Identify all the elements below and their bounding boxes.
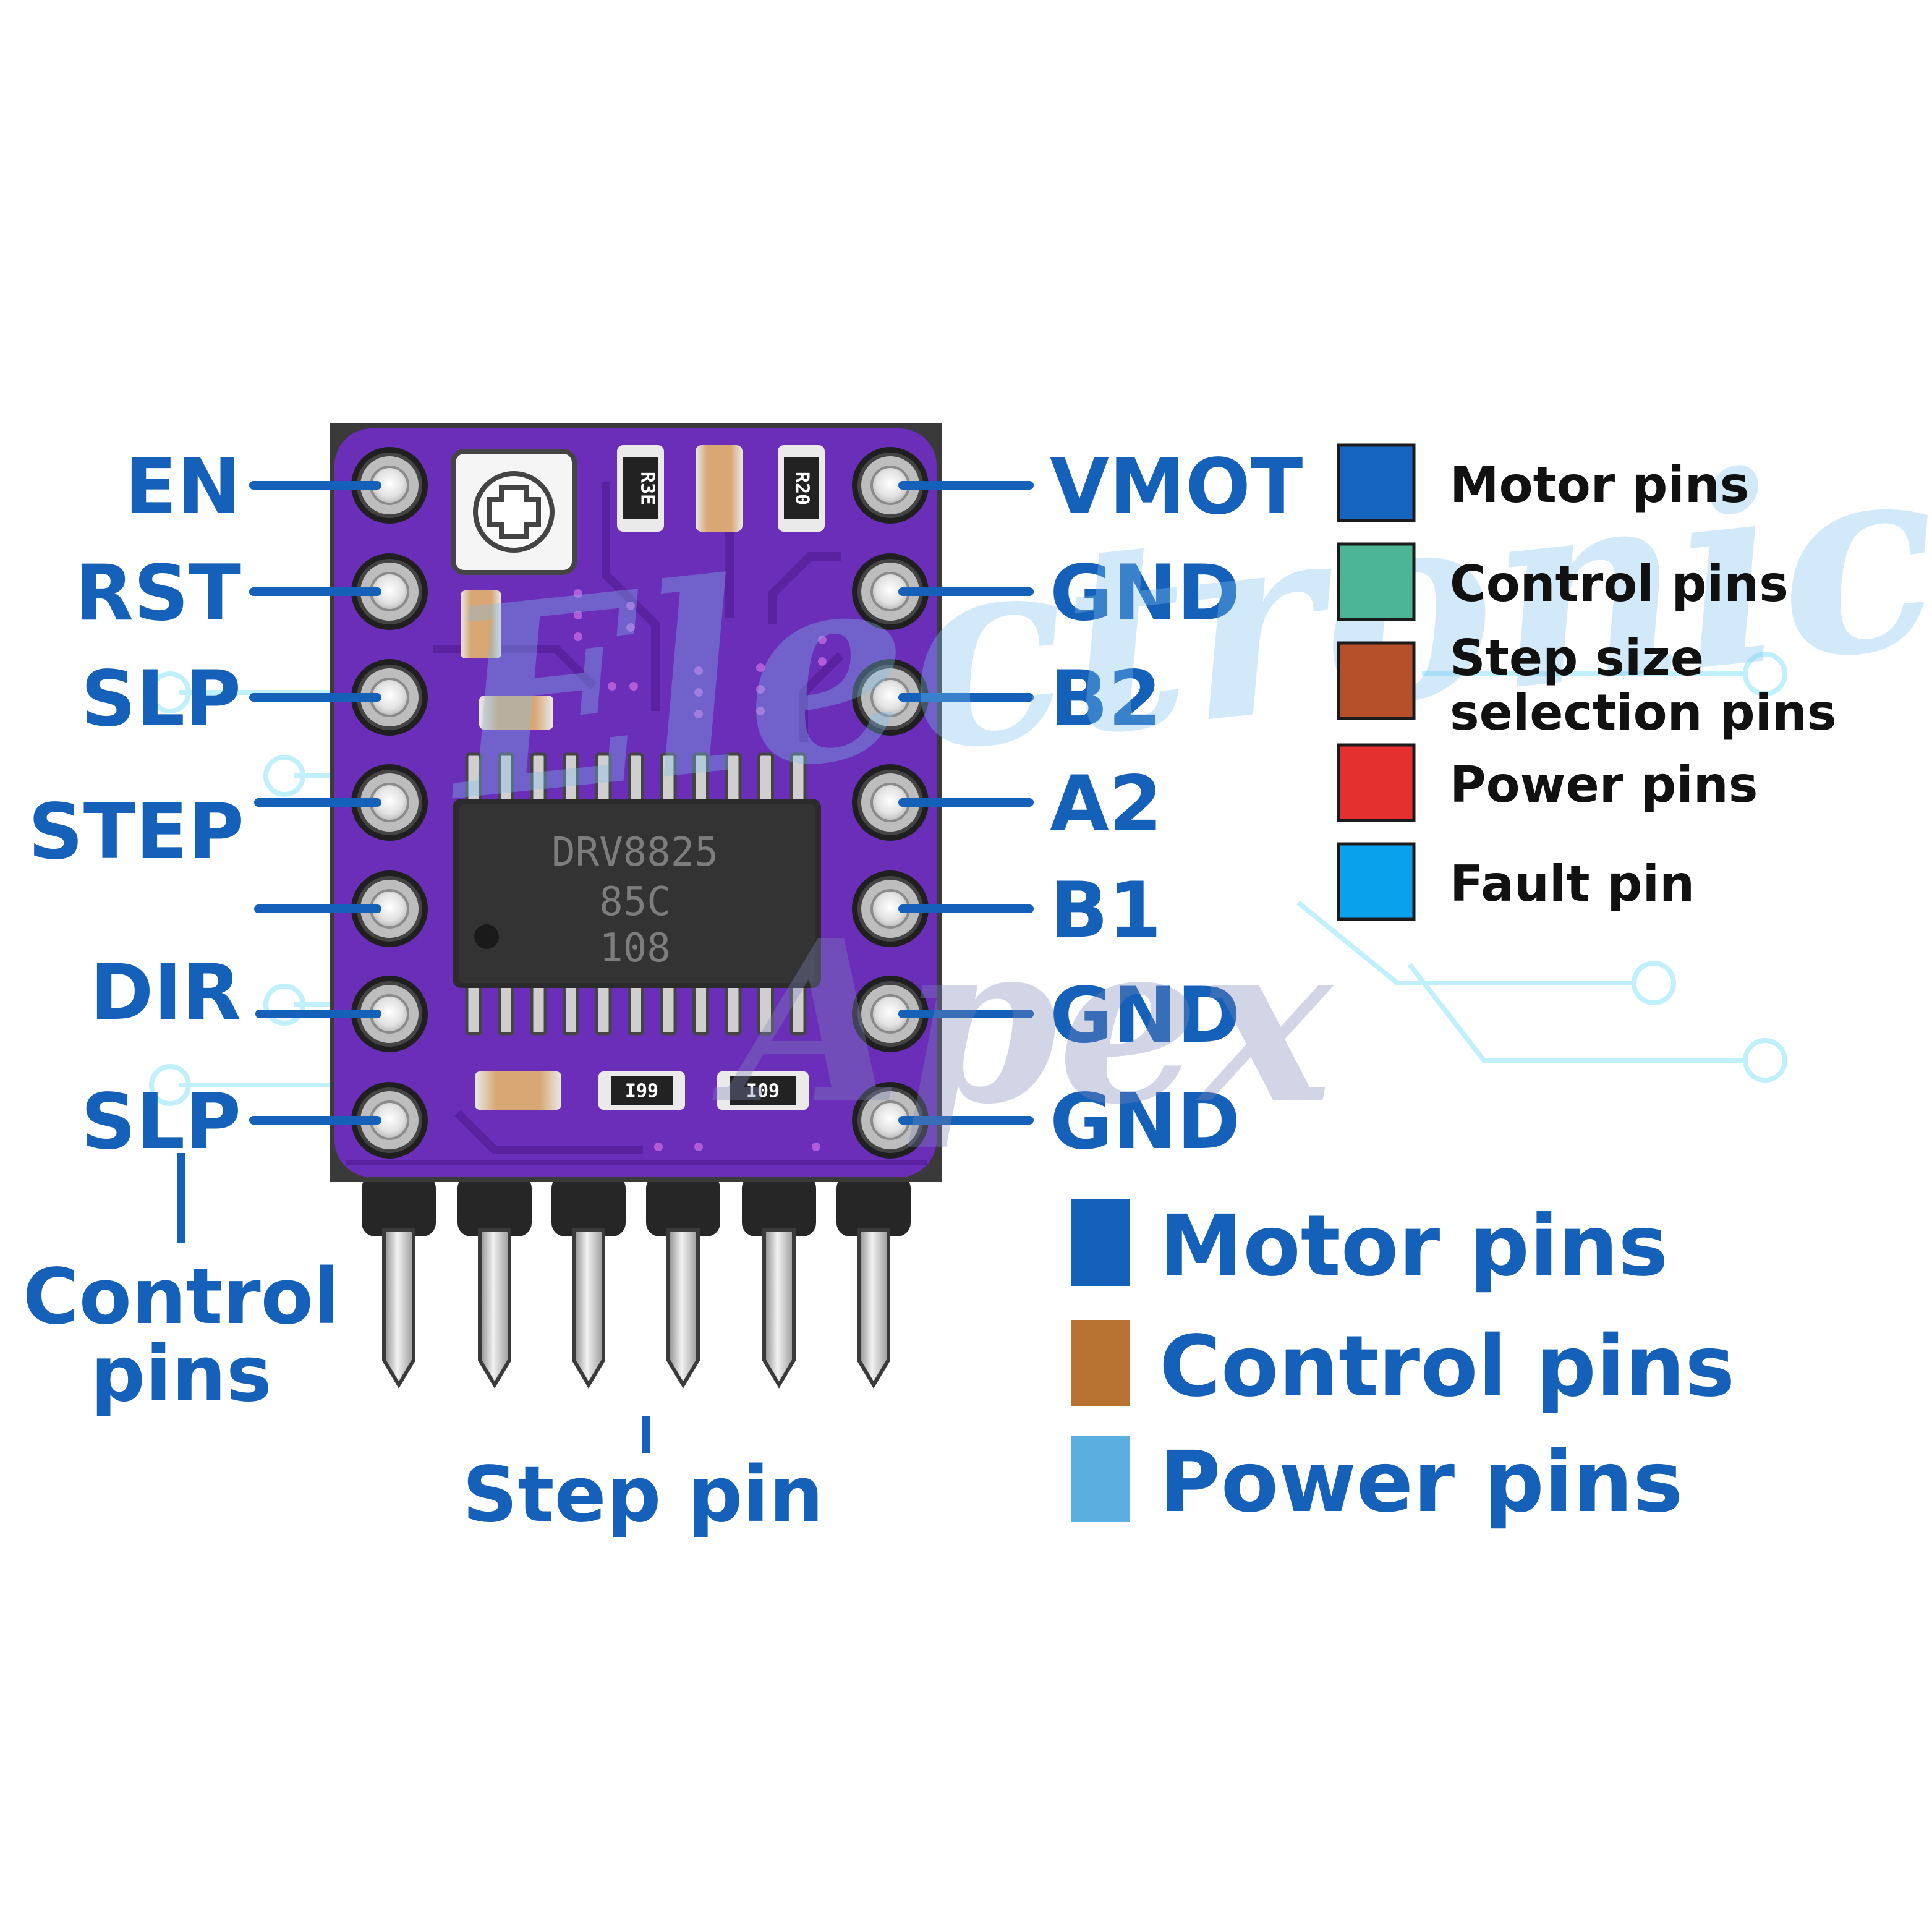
header-pin [646,1175,720,1389]
step-pin-callout-label: Step pin [462,1450,823,1539]
resistor-r1: R3E [617,445,664,532]
header-pin [742,1175,816,1389]
left-pin-label-5: DIR [90,948,241,1037]
legend-small-swatch-4 [1337,842,1416,921]
resistor-r2: R20 [778,445,825,532]
ic-leg-bottom [530,981,547,1036]
legend-big-swatch-0 [1071,1199,1130,1286]
legend-big-label-2: Power pins [1159,1434,1683,1531]
left-pin-pad-0 [351,447,428,524]
left-pin-label-3: STEP [28,788,244,877]
ic-leg-bottom [628,981,644,1036]
left-pin-pad-4 [351,870,428,947]
capacitor-bottom [475,1071,561,1110]
legend-small-swatch-0 [1337,443,1416,522]
right-pin-label-5: GND [1050,971,1241,1060]
ic-leg-bottom [595,981,612,1036]
right-pin-pad-3 [852,764,929,841]
ic-leg-bottom [660,981,677,1036]
ic-leg-bottom [465,981,482,1036]
header-pin [551,1175,626,1389]
left-pin-pad-6 [351,1082,428,1159]
right-pin-pad-2 [852,659,929,736]
legend-small-label-3-0: Power pins [1450,756,1758,814]
resistor-r2-label: R20 [791,472,813,505]
step-pin-callout: Step pin [462,1416,823,1539]
ic-leg-bottom [498,981,514,1036]
left-pin-label-0: EN [125,443,241,532]
header-pin [836,1175,911,1389]
legend-big-label-0: Motor pins [1159,1198,1668,1295]
header-pin [457,1175,532,1389]
capacitor-left-1 [461,590,501,658]
left-pin-pad-3 [351,764,428,841]
potentiometer [451,449,577,575]
legend-big-swatch-1 [1071,1320,1130,1406]
legend-small-label-2-0: Step size [1450,629,1704,687]
right-pin-label-4: B1 [1050,866,1162,955]
right-pin-pad-4 [852,870,929,947]
capacitor-top [696,445,743,532]
right-pin-pad-5 [852,976,929,1052]
left-pin-label-6: SLP [81,1078,241,1167]
left-pin-label-1: RST [75,549,241,638]
resistor-r3-label: I99 [625,1081,658,1102]
legend-small-swatch-3 [1337,743,1416,822]
left-pin-pad-2 [351,659,428,736]
right-pin-label-1: GND [1050,549,1241,638]
chip-marking-line2: 85C [599,879,671,925]
right-pin-label-6: GND [1050,1078,1241,1167]
legend-small-swatch-2 [1337,641,1416,720]
right-pin-label-0: VMOT [1050,443,1303,532]
resistor-r4: I09 [717,1071,809,1110]
resistor-r4-label: I09 [746,1081,780,1102]
header-pin [362,1175,436,1389]
legend-small-swatch-1 [1337,542,1416,621]
header-pins [362,1175,911,1389]
capacitor-left-2 [479,696,553,730]
legend-small-label-2-1: selection pins [1450,684,1837,741]
resistor-r1-label: R3E [637,472,658,505]
resistor-r3: I99 [598,1071,685,1110]
legend-big-swatch-2 [1071,1436,1130,1522]
left-pin-label-2: SLP [81,655,241,744]
legend-small-label-0-0: Motor pins [1450,456,1749,514]
chip-marking-line1: DRV8825 [551,830,718,875]
legend-small-label-1-0: Control pins [1450,555,1789,613]
legend-big-label-1: Control pins [1159,1318,1735,1416]
control-pins-callout: Control pins [23,1153,340,1419]
right-pin-label-3: A2 [1050,760,1162,849]
right-pin-label-2: B2 [1050,655,1162,744]
ic-leg-bottom [563,981,579,1036]
right-pin-pad-6 [852,1082,929,1159]
ic-leg-bottom [692,981,709,1036]
control-pins-callout-line2: pins [90,1330,271,1419]
drv8825-chip: DRV8825 85C 108 [453,752,821,1036]
legend-small-label-4-0: Fault pin [1450,855,1695,913]
control-pins-callout-line1: Control [23,1253,340,1342]
chip-marking-line3: 108 [599,926,671,971]
left-pin-pad-1 [351,553,428,630]
watermark-bottom: Apex [712,892,1335,1153]
